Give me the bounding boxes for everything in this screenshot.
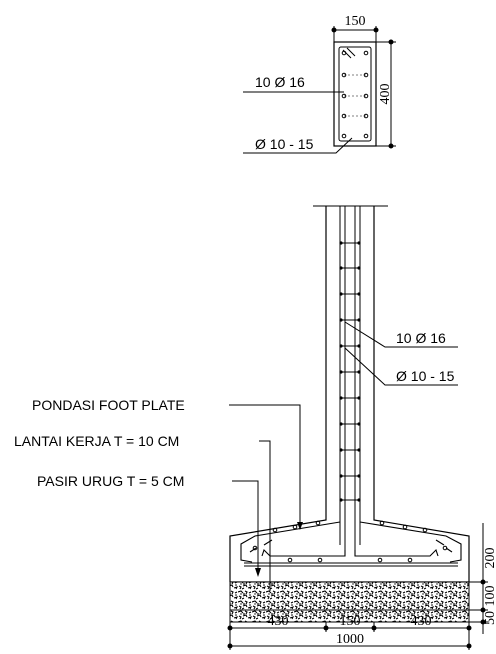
column-section: 150 400 10 Ø 16 Ø 10 - 15 [243,14,396,154]
column-section-outline [333,41,377,147]
footing-reinforcement [240,521,462,567]
dim-total: 1000 [336,632,364,647]
elevation-stirrup-label: Ø 10 - 15 [396,368,455,384]
elevation: 10 Ø 16 Ø 10 - 15 PONDASI FOOT PLATE LAN… [14,205,496,650]
width-dimension [331,26,379,42]
dim-slab: 200 [483,548,496,569]
sand-fill-layer [229,609,470,623]
footing-bar-dots [252,520,448,563]
column-stirrups [340,242,360,501]
dim-left: 430 [268,614,289,629]
work-floor-layer [229,581,470,611]
height-dim-label: 400 [378,84,393,105]
callout-foundation: PONDASI FOOT PLATE [32,397,185,413]
width-dim-label: 150 [345,14,366,29]
elevation-main-rebar-label: 10 Ø 16 [396,330,446,346]
dim-sand: 50 [483,611,496,625]
callout-sand-fill: PASIR URUG T = 5 CM [37,473,184,489]
stirrup-end-dots [339,241,361,502]
height-dimension [376,39,396,149]
column-section-stirrup [338,46,372,142]
dim-work-floor: 100 [483,586,496,607]
horizontal-dimensions [227,622,472,650]
callout-work-floor: LANTAI KERJA T = 10 CM [14,433,179,449]
vertical-dimensions [469,523,488,634]
dim-right: 430 [411,614,432,629]
dim-column: 150 [340,614,361,629]
column-longitudinal-bars [339,206,361,550]
section-main-rebar-label: 10 Ø 16 [255,74,305,90]
section-stirrup-label: Ø 10 - 15 [255,136,314,152]
